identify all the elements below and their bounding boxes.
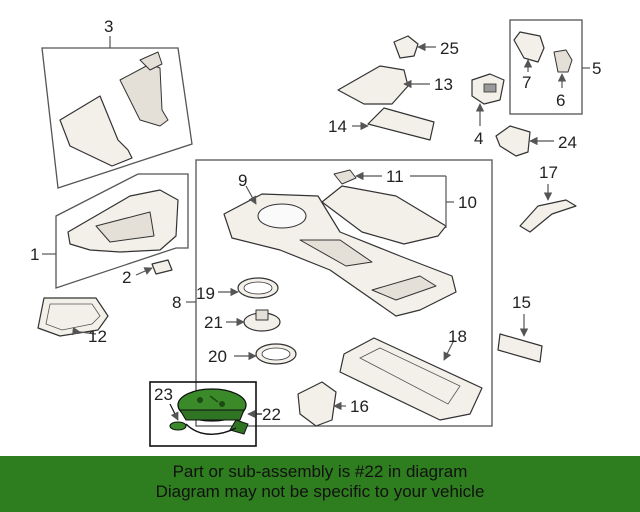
callout-15: 15 (512, 293, 531, 312)
callout-3: 3 (104, 17, 113, 36)
callout-10: 10 (458, 193, 477, 212)
callout-24: 24 (558, 133, 577, 152)
callout-23: 23 (154, 385, 173, 404)
part-3-side-panel[interactable] (41, 36, 193, 189)
part-20-ring[interactable] (234, 343, 297, 365)
callout-13: 13 (434, 75, 453, 94)
part-2-clip[interactable] (135, 259, 173, 276)
callout-22: 22 (262, 405, 281, 424)
callout-11: 11 (386, 167, 404, 186)
part-25-cap[interactable] (393, 35, 436, 59)
part-15-cover[interactable] (497, 314, 543, 363)
callout-25: 25 (440, 39, 459, 58)
callout-6: 6 (556, 91, 565, 110)
part-5-assembly[interactable] (509, 19, 590, 115)
callout-21: 21 (204, 313, 223, 332)
part-24-trim[interactable] (495, 125, 554, 157)
callout-8: 8 (172, 293, 181, 312)
part-21-holder[interactable] (226, 309, 281, 332)
part-17-cover[interactable] (519, 184, 577, 233)
callout-18: 18 (448, 327, 467, 346)
part-1-bracket[interactable] (42, 173, 189, 289)
part-19-ring[interactable] (218, 277, 279, 299)
banner-line-2: Diagram may not be specific to your vehi… (155, 482, 485, 501)
part-4-switch[interactable] (471, 73, 505, 126)
callout-19: 19 (196, 284, 215, 303)
callout-14: 14 (328, 117, 347, 136)
part-16-bracket[interactable] (297, 381, 346, 427)
part-12-mat[interactable] (37, 297, 109, 337)
callout-7: 7 (522, 73, 531, 92)
part-13-tray-mat[interactable] (337, 65, 430, 105)
callout-17: 17 (539, 163, 558, 182)
callout-9: 9 (238, 171, 247, 190)
callout-20: 20 (208, 347, 227, 366)
part-10-lid[interactable] (321, 175, 454, 245)
part-14-pad[interactable] (352, 107, 435, 141)
part-22-highlighted[interactable] (177, 388, 262, 435)
part-18-tray[interactable] (339, 337, 483, 421)
callout-4: 4 (474, 129, 483, 148)
callout-2: 2 (122, 268, 131, 287)
console-assembly-box (195, 159, 493, 427)
info-banner: Part or sub-assembly is #22 in diagram D… (0, 456, 640, 512)
banner-line-1: Part or sub-assembly is #22 in diagram (172, 462, 468, 481)
callout-12: 12 (88, 327, 107, 346)
callout-5: 5 (592, 59, 601, 78)
part-23-highlighted[interactable] (169, 403, 187, 431)
callout-16: 16 (350, 397, 369, 416)
callout-1: 1 (30, 245, 39, 264)
part-11-emblem[interactable] (333, 169, 382, 185)
part-9-console[interactable] (223, 185, 457, 317)
parts-diagram: 3 1 2 12 25 13 14 4 (30, 17, 601, 447)
